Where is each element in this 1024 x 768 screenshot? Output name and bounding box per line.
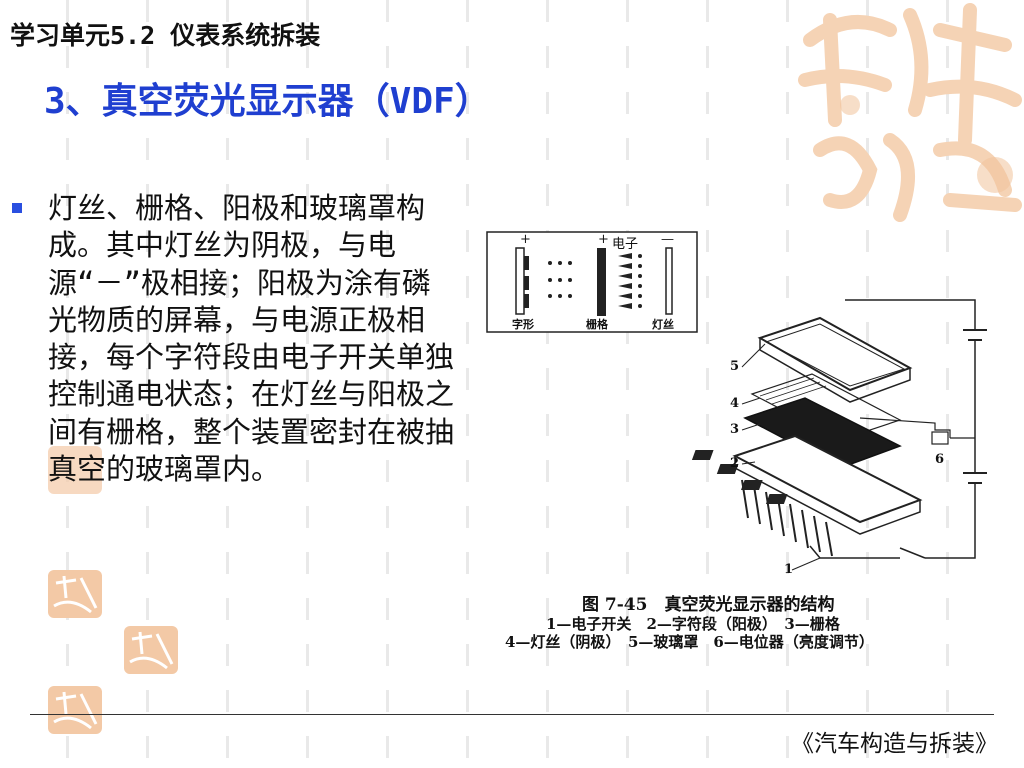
seal-small-icon [124, 626, 178, 674]
inset-plus-left: + [520, 232, 531, 247]
vfd-structure-figure: + + 电子 — 字形 栅格 灯丝 1 2 3 4 5 6 图 7-45 真空荧… [480, 218, 1000, 663]
figure-caption-title: 图 7-45 真空荧光显示器的结构 [582, 595, 835, 615]
inset-grid-label: 栅格 [586, 318, 608, 331]
inset-electron-label: 电子 [612, 237, 639, 252]
slide-heading: 3、真空荧光显示器（VDF） [44, 81, 491, 122]
seal-small-icon [48, 686, 102, 734]
square-bullet-icon [12, 203, 22, 213]
part-number-1: 1 [784, 562, 794, 577]
bullet-paragraph: 灯丝、栅格、阳极和玻璃罩构成。其中灯丝为阴极，与电源“－”极相接；阳极为涂有磷光… [48, 191, 455, 487]
footer-book-title: 《汽车构造与拆装》 [791, 731, 998, 757]
inset-segment-label: 字形 [512, 318, 534, 331]
part-number-4: 4 [730, 396, 740, 411]
unit-title: 学习单元5.2 仪表系统拆装 [10, 21, 321, 50]
part-number-6: 6 [935, 452, 945, 467]
figure-caption-line2: 4—灯丝（阴极） 5—玻璃罩 6—电位器（亮度调节） [505, 633, 874, 651]
vfd-diagram [486, 231, 987, 571]
part-number-5: 5 [730, 359, 740, 374]
part-number-2: 2 [730, 456, 740, 471]
inset-plus-mid: + [598, 232, 609, 247]
seal-calligraphy-icon [798, 3, 1022, 222]
footer-divider [30, 714, 994, 715]
part-number-3: 3 [730, 422, 740, 437]
seal-small-icon [48, 446, 102, 494]
inset-filament-label: 灯丝 [652, 318, 674, 331]
inset-minus: — [661, 232, 674, 247]
seal-small-icon [48, 570, 102, 618]
figure-caption-line1: 1—电子开关 2—字符段（阳极） 3—栅格 [546, 615, 840, 633]
